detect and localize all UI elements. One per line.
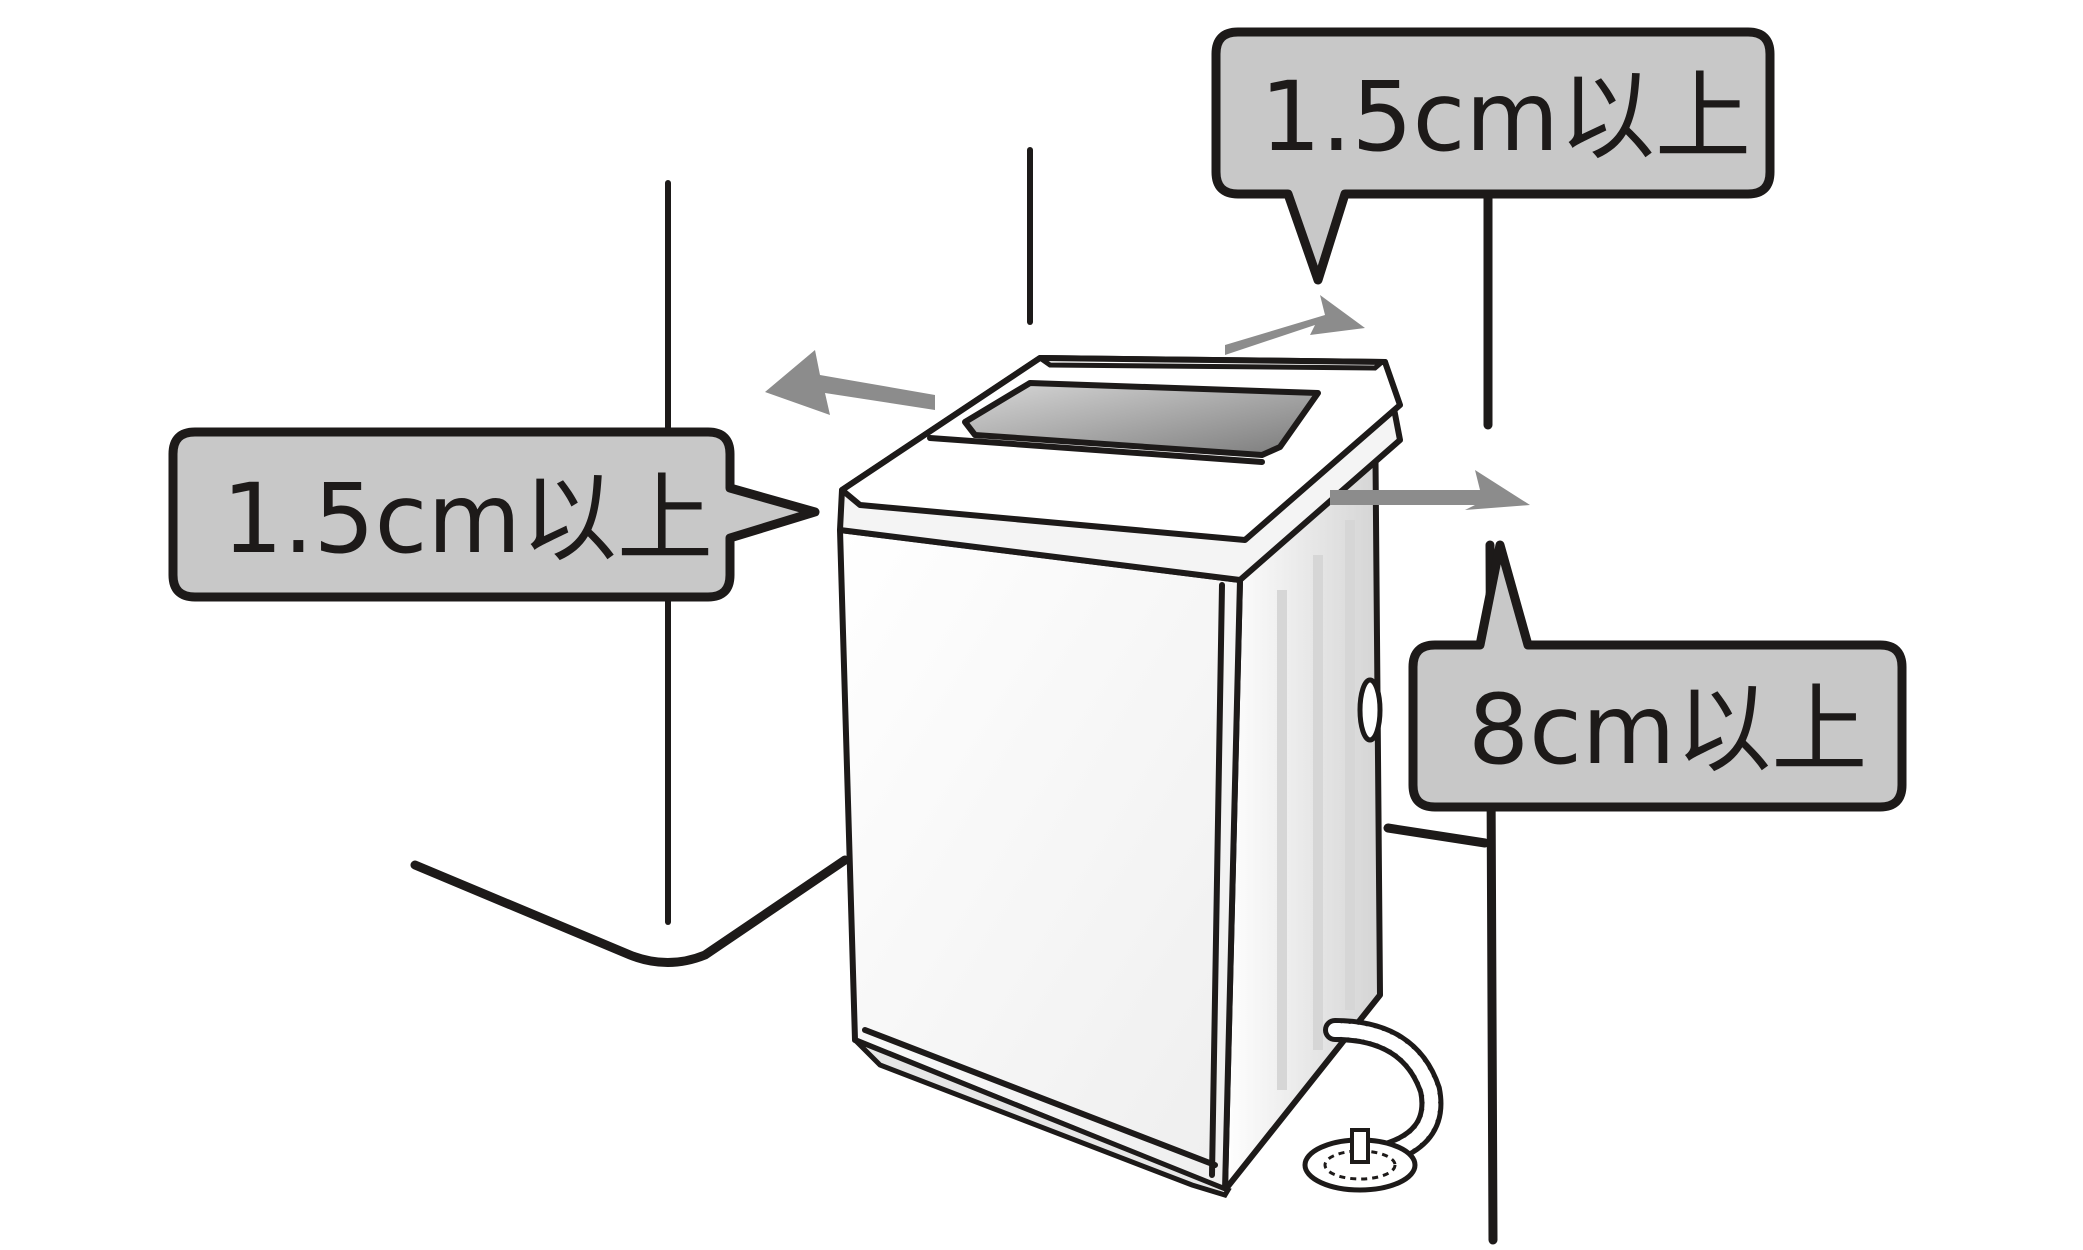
callout-top-right-bubble	[1211, 27, 1775, 285]
arrow-right-icon	[1330, 470, 1530, 510]
floor-right-line	[1383, 823, 1490, 848]
callout-bottom-right-text: 8cm以上	[1468, 674, 1867, 786]
arrow-left-icon	[765, 350, 935, 415]
washing-machine-icon	[837, 355, 1403, 1198]
callout-top-right-text: 1.5cm以上	[1260, 61, 1751, 173]
callout-bottom-right-bubble	[1408, 540, 1907, 812]
washer-control-panel	[1038, 355, 1384, 371]
washer-front-edge	[1209, 582, 1225, 1178]
callout-left-text: 1.5cm以上	[222, 463, 713, 575]
arrow-back-icon	[1225, 295, 1365, 355]
washer-base	[853, 1037, 1232, 1198]
callout-left-bubble	[168, 427, 820, 602]
washer-lid-hinge	[927, 435, 1265, 465]
floor-corner-line	[410, 855, 850, 967]
clearance-arrows	[765, 295, 1530, 510]
washer-front-panel	[837, 527, 1243, 1193]
washer-lid-glass	[962, 380, 1321, 458]
callout-left: 1.5cm以上	[168, 427, 820, 602]
callout-bottom-right: 8cm以上	[1408, 540, 1907, 812]
washer-side-handle	[1357, 677, 1383, 743]
callout-top-right: 1.5cm以上	[1211, 27, 1775, 285]
washer-base-edge	[862, 1027, 1218, 1168]
floor-drain-icon	[1302, 1018, 1444, 1193]
